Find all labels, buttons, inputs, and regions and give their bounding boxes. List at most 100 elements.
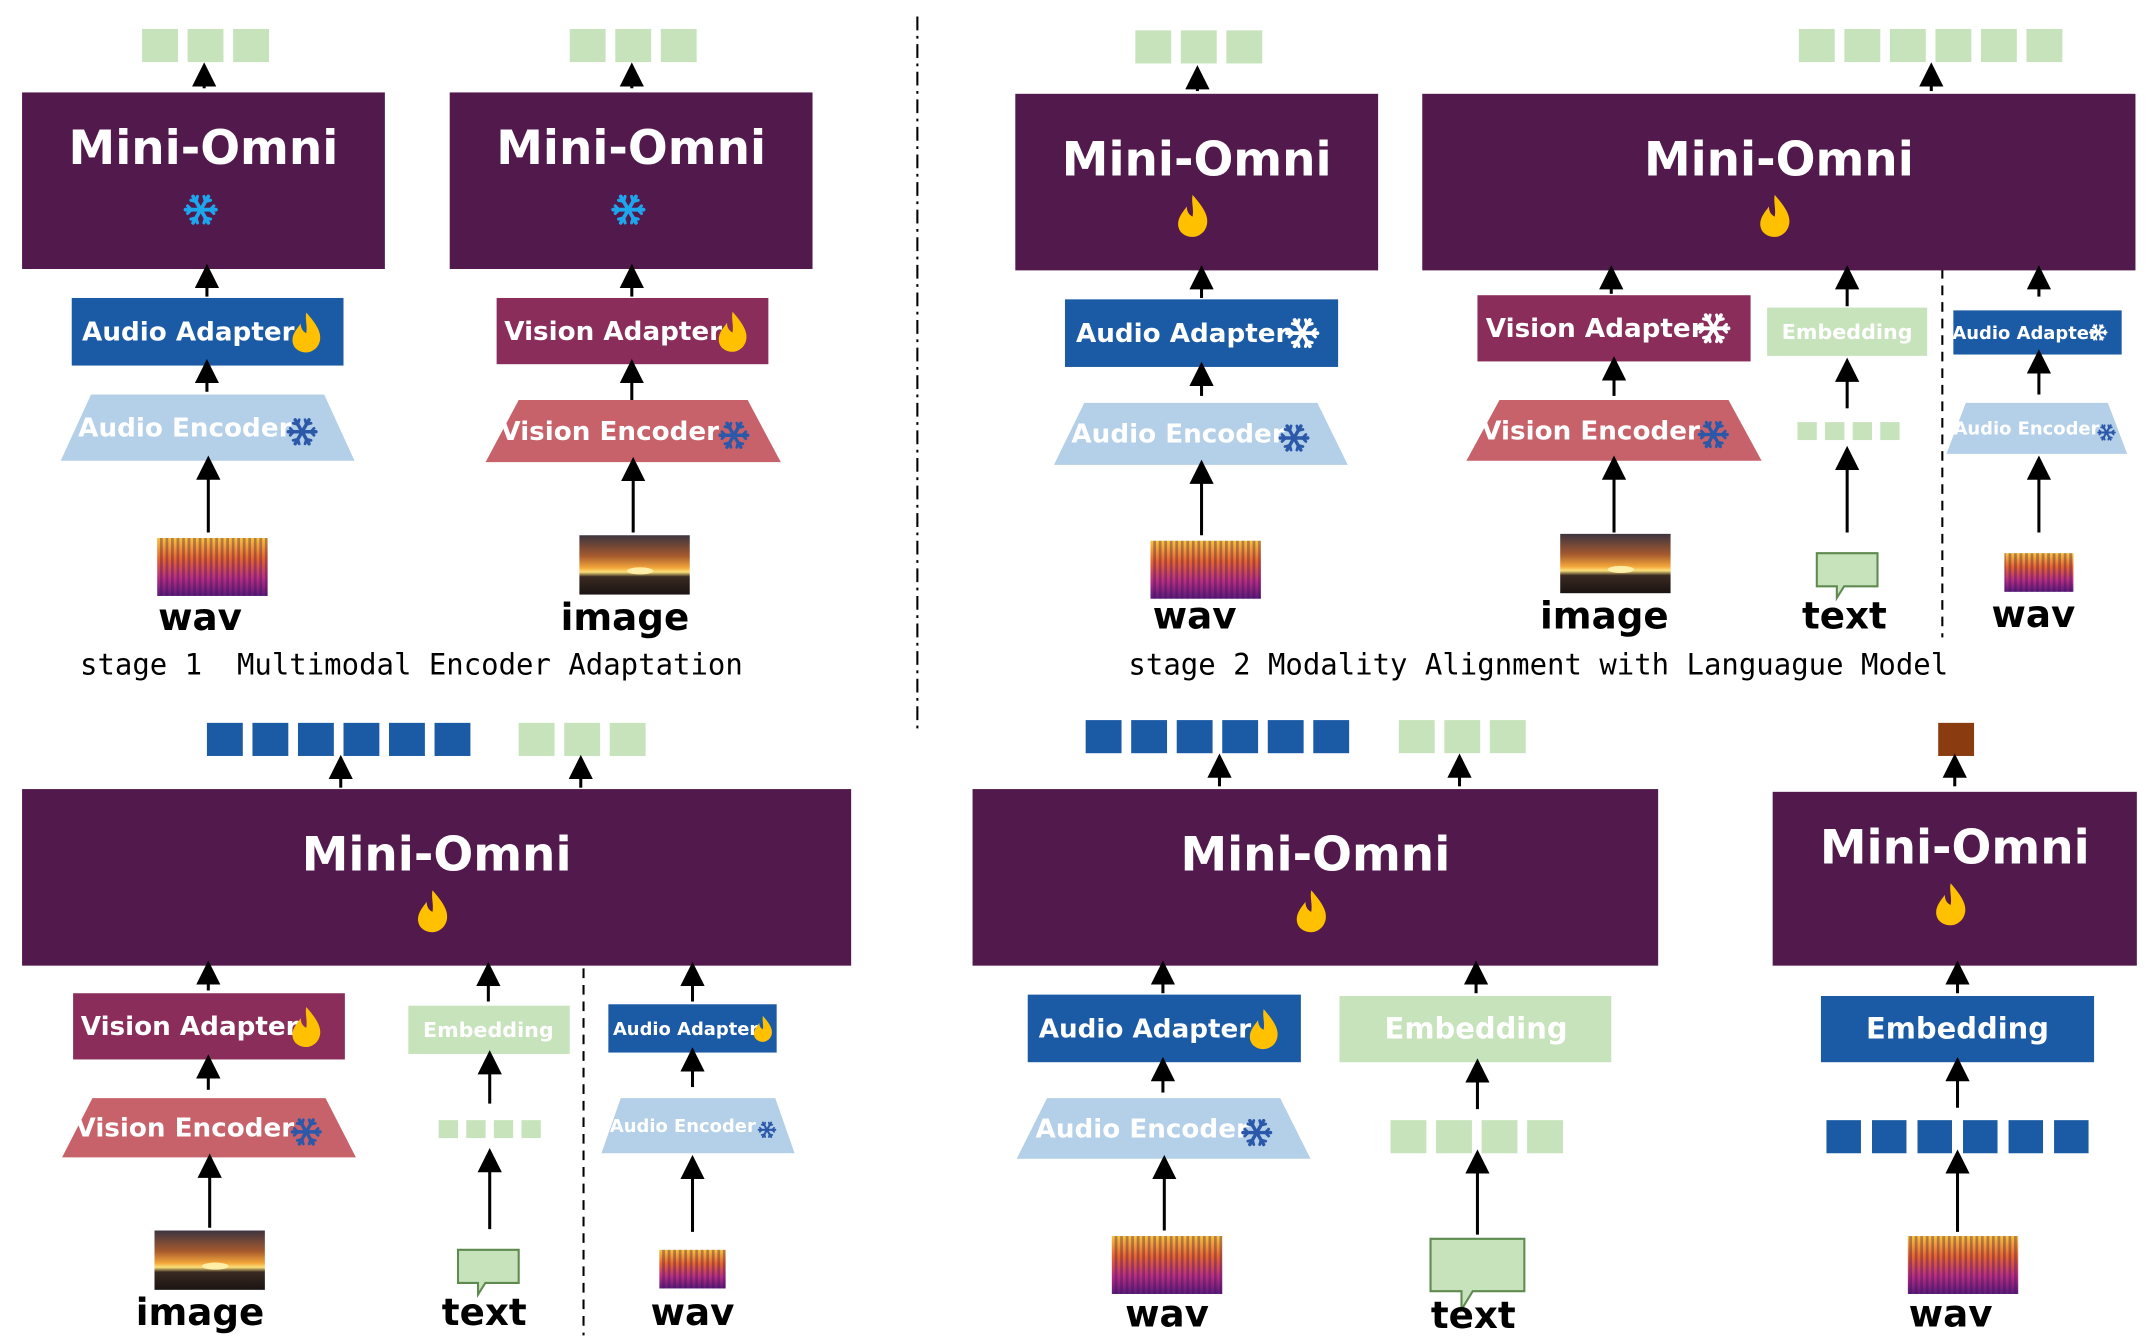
output-token-blue [434,722,471,756]
fire-icon [1296,890,1326,933]
vision-adapter-block-label: Vision Adapter [504,317,722,347]
output-token-brown [1938,722,1975,756]
snowflake-icon [1278,424,1310,452]
fire-icon [417,890,448,933]
output-token [660,28,697,63]
image-label: image [1540,594,1669,638]
model-name-label: Mini-Omni [1820,821,2090,876]
snowflake-icon [1696,313,1731,344]
text-label: text [1431,1293,1516,1337]
audio-encoder-block [601,1098,795,1154]
mini-omni-model-block [22,92,385,270]
output-token-blue [1313,720,1350,754]
vision-encoder-block-label: Vision Encoder [76,1114,295,1144]
image-label: image [561,595,690,639]
mini-omni-model-block [22,789,852,966]
wav-label: wav [1991,592,2075,636]
output-token [609,722,646,756]
output-token [142,28,178,63]
text-bubble-icon [1429,1237,1526,1314]
output-token [1980,28,2017,63]
output-token-blue [252,722,289,756]
text-bubble-icon [1815,552,1879,602]
wav-spectrogram-icon [1150,540,1261,599]
output-token [1935,28,1972,63]
wav-spectrogram-icon [157,538,268,596]
output-token [1180,30,1217,64]
wav-label: wav [158,595,242,639]
fire-icon [718,311,747,352]
output-token-blue [343,722,380,756]
output-token [1798,28,1835,63]
vision-encoder-block [485,400,781,463]
output-token [564,722,601,756]
input-token-blue [1917,1120,1952,1154]
output-token [1444,720,1481,754]
input-token [1880,422,1900,441]
output-token [518,722,555,756]
output-token [1844,28,1881,63]
stage2-caption: stage 2 Modality Alignment with Languagu… [1128,648,1949,682]
audio-adapter-block-label: Audio Adapter [613,1019,758,1040]
output-token [1398,720,1435,754]
wav-spectrogram-icon [1111,1236,1223,1294]
mini-omni-model-block [1422,93,2136,271]
output-token [1135,30,1172,64]
audio-adapter-block-label: Audio Adapter [1039,1014,1252,1044]
output-token-blue [1222,720,1259,754]
sunset-image-icon [1560,533,1671,594]
wav-label: wav [651,1290,735,1334]
audio-encoder-block-label: Audio Encoder [78,414,291,444]
fire-icon [1760,194,1790,237]
output-token-blue [389,722,425,756]
output-token-blue [1085,720,1122,754]
snowflake-icon [1241,1118,1273,1147]
embedding-block [408,1005,570,1054]
snowflake-icon [2097,424,2116,441]
embedding-block-label: Embedding [1782,320,1913,344]
fire-icon [292,1007,321,1048]
input-token-blue [2054,1120,2089,1154]
output-token [233,28,270,63]
snowflake-icon [718,421,750,449]
mini-omni-model-block [1772,791,2137,966]
model-name-label: Mini-Omni [302,828,572,883]
vision-encoder-block [1466,400,1762,461]
audio-adapter-block [608,1004,777,1053]
audio-encoder-block [1946,402,2128,454]
input-token [1436,1120,1472,1154]
wav-label: wav [1125,1292,1209,1336]
fire-icon [1936,883,1966,926]
audio-encoder-block [60,394,355,461]
model-name-label: Mini-Omni [69,121,339,176]
model-name-label: Mini-Omni [496,121,766,176]
input-token [493,1120,514,1139]
audio-adapter-block-label: Audio Adapter [1952,323,2097,344]
output-token [187,28,224,63]
wav-spectrogram-icon [2004,553,2074,592]
input-token [1390,1120,1427,1154]
embedding-block [1767,307,1928,356]
snowflake-icon [286,418,318,446]
stage1-caption: stage 1 Multimodal Encoder Adaptation [80,648,743,682]
input-token [1527,1120,1563,1154]
embedding-block [1820,995,2095,1063]
embedding-block-label: Embedding [423,1018,554,1042]
wav-spectrogram-icon [659,1249,726,1289]
text-label: text [1802,594,1887,638]
output-token-blue [1131,720,1168,754]
text-bubble-icon [456,1248,520,1299]
output-token-blue [206,722,243,756]
vision-encoder-block-label: Vision Encoder [500,417,719,447]
mini-omni-model-block [972,789,1659,966]
audio-encoder-block-label: Audio Encoder [1954,419,2100,440]
output-token-blue [1267,720,1304,754]
audio-encoder-block-label: Audio Encoder [1071,420,1284,450]
model-name-label: Mini-Omni [1644,132,1914,187]
model-name-label: Mini-Omni [1180,828,1450,883]
audio-adapter-block-label: Audio Adapter [1076,319,1289,349]
input-token-blue [1826,1120,1861,1154]
input-token [1825,422,1845,441]
sunset-image-icon [154,1230,265,1290]
